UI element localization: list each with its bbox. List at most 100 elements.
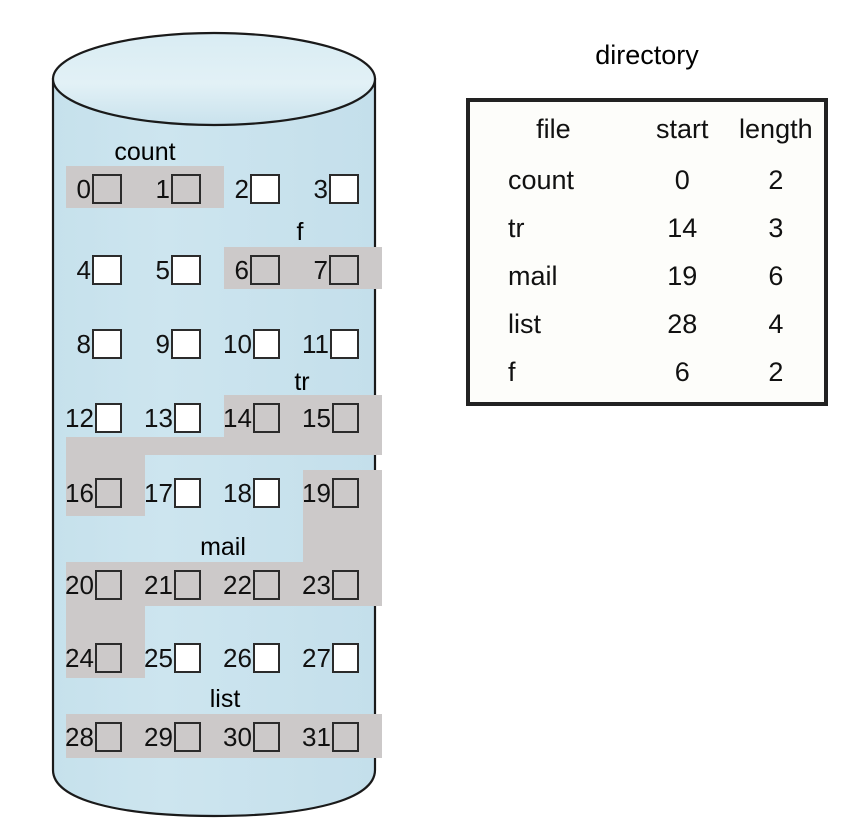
block-number-3: 3 xyxy=(313,174,328,204)
file-label-f: f xyxy=(296,218,304,246)
block-number-7: 7 xyxy=(313,255,328,285)
file-label-mail: mail xyxy=(200,533,246,561)
block-box-30[interactable] xyxy=(252,722,280,752)
block-number-1: 1 xyxy=(155,174,170,204)
block-cell-3[interactable]: 3 xyxy=(309,172,359,206)
block-box-9[interactable] xyxy=(171,329,201,359)
block-cell-22[interactable]: 22 xyxy=(223,568,280,602)
block-cell-26[interactable]: 26 xyxy=(223,641,280,675)
block-box-20[interactable] xyxy=(94,570,122,600)
table-header-row: file start length xyxy=(470,102,824,156)
block-cell-16[interactable]: 16 xyxy=(65,476,122,510)
block-box-5[interactable] xyxy=(171,255,201,285)
block-box-29[interactable] xyxy=(173,722,201,752)
block-cell-4[interactable]: 4 xyxy=(72,253,122,287)
allocation-region-tr-lower xyxy=(66,437,224,455)
block-box-17[interactable] xyxy=(173,478,201,508)
block-box-3[interactable] xyxy=(329,174,359,204)
block-box-18[interactable] xyxy=(252,478,280,508)
block-cell-6[interactable]: 6 xyxy=(230,253,280,287)
block-cell-25[interactable]: 25 xyxy=(144,641,201,675)
block-number-5: 5 xyxy=(155,255,170,285)
block-cell-17[interactable]: 17 xyxy=(144,476,201,510)
block-cell-13[interactable]: 13 xyxy=(144,401,201,435)
block-box-21[interactable] xyxy=(173,570,201,600)
block-box-31[interactable] xyxy=(331,722,359,752)
cell-file-f: f xyxy=(508,356,516,387)
block-cell-18[interactable]: 18 xyxy=(223,476,280,510)
block-number-24: 24 xyxy=(65,643,94,673)
block-cell-7[interactable]: 7 xyxy=(309,253,359,287)
block-box-27[interactable] xyxy=(331,643,359,673)
block-cell-15[interactable]: 15 xyxy=(302,401,359,435)
block-box-22[interactable] xyxy=(252,570,280,600)
block-box-1[interactable] xyxy=(171,174,201,204)
block-number-31: 31 xyxy=(302,722,331,752)
block-box-14[interactable] xyxy=(252,403,280,433)
block-cell-27[interactable]: 27 xyxy=(302,641,359,675)
column-header-file: file xyxy=(536,113,571,144)
block-number-29: 29 xyxy=(144,722,173,752)
block-box-19[interactable] xyxy=(331,478,359,508)
table-row[interactable]: tr 14 3 xyxy=(470,204,824,252)
block-box-0[interactable] xyxy=(92,174,122,204)
block-number-27: 27 xyxy=(302,643,331,673)
block-cell-23[interactable]: 23 xyxy=(302,568,359,602)
block-number-13: 13 xyxy=(144,403,173,433)
block-number-9: 9 xyxy=(155,329,170,359)
block-box-11[interactable] xyxy=(330,329,359,359)
block-number-14: 14 xyxy=(223,403,252,433)
block-cell-14[interactable]: 14 xyxy=(223,401,280,435)
table-row[interactable]: f 6 2 xyxy=(470,348,824,396)
block-box-10[interactable] xyxy=(252,329,280,359)
disk-figure: count f tr mail list 0 1 2 3 4 5 xyxy=(51,31,382,818)
block-number-11: 11 xyxy=(302,329,329,359)
block-box-13[interactable] xyxy=(173,403,201,433)
block-box-24[interactable] xyxy=(94,643,122,673)
cell-length-f: 2 xyxy=(768,356,784,387)
block-box-12[interactable] xyxy=(94,403,122,433)
cell-file-tr: tr xyxy=(508,212,525,243)
block-cell-2[interactable]: 2 xyxy=(230,172,280,206)
block-box-16[interactable] xyxy=(94,478,122,508)
block-cell-1[interactable]: 1 xyxy=(151,172,201,206)
block-cell-11[interactable]: 11 xyxy=(302,327,359,361)
table-row[interactable]: list 28 4 xyxy=(470,300,824,348)
block-cell-20[interactable]: 20 xyxy=(65,568,122,602)
block-number-10: 10 xyxy=(223,329,252,359)
block-cell-31[interactable]: 31 xyxy=(302,720,359,754)
block-box-23[interactable] xyxy=(331,570,359,600)
block-box-25[interactable] xyxy=(173,643,201,673)
block-box-7[interactable] xyxy=(329,255,359,285)
block-box-6[interactable] xyxy=(250,255,280,285)
block-box-28[interactable] xyxy=(94,722,122,752)
file-label-list: list xyxy=(209,685,241,713)
block-box-26[interactable] xyxy=(252,643,280,673)
block-cell-19[interactable]: 19 xyxy=(302,476,359,510)
cell-length-tr: 3 xyxy=(768,212,784,243)
block-number-28: 28 xyxy=(65,722,94,752)
block-box-8[interactable] xyxy=(92,329,122,359)
block-box-4[interactable] xyxy=(92,255,122,285)
block-cell-5[interactable]: 5 xyxy=(151,253,201,287)
block-cell-8[interactable]: 8 xyxy=(72,327,122,361)
cell-start-count: 0 xyxy=(674,164,690,195)
block-box-2[interactable] xyxy=(250,174,280,204)
block-allocation-grid: count f tr mail list 0 1 2 3 4 5 xyxy=(65,140,382,758)
block-cell-12[interactable]: 12 xyxy=(65,401,122,435)
block-cell-21[interactable]: 21 xyxy=(144,568,201,602)
column-header-start: start xyxy=(655,113,709,144)
table-row[interactable]: mail 19 6 xyxy=(470,252,824,300)
block-cell-0[interactable]: 0 xyxy=(72,172,122,206)
block-cell-29[interactable]: 29 xyxy=(144,720,201,754)
block-number-17: 17 xyxy=(144,478,173,508)
block-cell-24[interactable]: 24 xyxy=(65,641,122,675)
block-box-15[interactable] xyxy=(331,403,359,433)
cell-length-mail: 6 xyxy=(768,260,784,291)
table-row[interactable]: count 0 2 xyxy=(470,156,824,204)
block-cell-9[interactable]: 9 xyxy=(151,327,201,361)
block-cell-28[interactable]: 28 xyxy=(65,720,122,754)
block-number-20: 20 xyxy=(65,570,94,600)
block-cell-30[interactable]: 30 xyxy=(223,720,280,754)
block-cell-10[interactable]: 10 xyxy=(223,327,280,361)
